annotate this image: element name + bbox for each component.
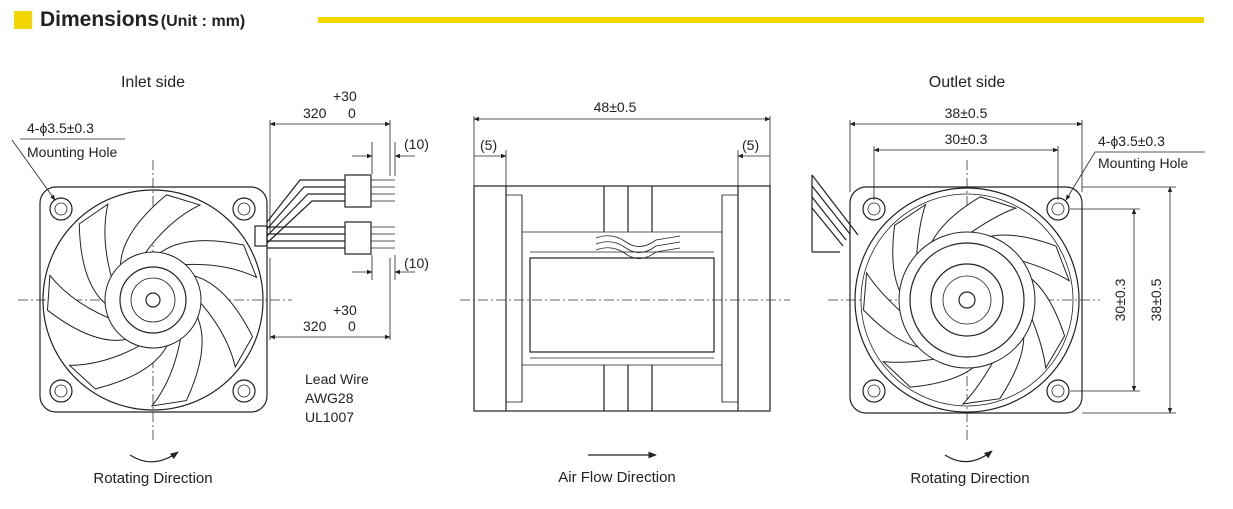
inlet-view: Inlet side 4-ϕ3.5±0.3 Mountin [11, 74, 292, 487]
inlet-venturi-ring [42, 189, 264, 411]
zero-upper: 0 [348, 105, 356, 121]
outlet-outer-dim: 38±0.5 [945, 105, 988, 121]
inlet-hole-spec: 4-ϕ3.5±0.3 [27, 120, 94, 136]
outlet-hole-leader [1065, 151, 1096, 201]
outlet-venturi-inner [860, 193, 1074, 407]
mounting-hole-inner [867, 202, 881, 216]
mounting-hole-inner [237, 384, 251, 398]
outlet-wire-stub [811, 174, 859, 253]
mounting-hole-inner [1051, 202, 1065, 216]
inlet-title: Inlet side [121, 74, 185, 91]
wire-line [266, 186, 345, 230]
outlet-v-pitch-dim: 30±0.3 [1112, 278, 1128, 321]
outlet-title: Outlet side [929, 74, 1006, 91]
mounting-hole-inner [54, 384, 68, 398]
lead-wire-line1: Lead Wire [305, 371, 369, 387]
lead-wire-line3: UL1007 [305, 409, 354, 425]
mounting-hole-icon [862, 379, 886, 403]
outlet-pitch-dim: 30±0.3 [945, 131, 988, 147]
mounting-hole-icon [862, 197, 886, 221]
outlet-hub-inner [942, 275, 992, 325]
mounting-hole-icon [232, 197, 256, 221]
upper-wire-bundle [266, 174, 395, 244]
wire-line [266, 193, 345, 237]
outlet-hole-spec: 4-ϕ3.5±0.3 [1098, 133, 1165, 149]
lead-wire-line2: AWG28 [305, 390, 354, 406]
connector-upper [344, 174, 372, 208]
length-upper: 320 [303, 105, 327, 121]
outlet-shaft [958, 291, 976, 309]
airflow-label: Air Flow Direction [558, 469, 676, 486]
outlet-hole-label: Mounting Hole [1098, 155, 1188, 171]
outlet-v-outer-dim: 38±0.5 [1148, 278, 1164, 321]
mounting-hole-icon [49, 379, 73, 403]
strip-upper: (10) [404, 136, 429, 152]
side-wire-exit [595, 235, 681, 247]
side-wire-exit [595, 241, 681, 253]
title-text: Dimensions [40, 8, 160, 31]
lead-wires: +30 320 0 (10) (10) +30 320 0 Lead Wire … [254, 88, 429, 425]
inlet-hole-leader [11, 139, 56, 201]
side-housing [473, 185, 771, 412]
impeller-blade [68, 334, 172, 390]
unit-text: (Unit : mm) [160, 13, 246, 30]
impeller-blade [78, 202, 116, 311]
inlet-mounting-holes [49, 197, 256, 403]
mounting-hole-inner [867, 384, 881, 398]
outlet-hub-plate [898, 231, 1036, 369]
side-wire-exit [595, 247, 681, 259]
outlet-view: Outlet side 38±0.5 30±0.3 [811, 74, 1205, 487]
outlet-rotation-arrow-icon [944, 450, 993, 463]
inlet-hub-inner [130, 277, 176, 323]
mounting-hole-icon [1046, 379, 1070, 403]
lower-wire-bundle [254, 221, 395, 255]
tol-lower: +30 [333, 302, 357, 318]
wire-grommet [254, 225, 268, 247]
header-rule [318, 17, 1204, 23]
inlet-rotating-label: Rotating Direction [93, 470, 212, 487]
mounting-hole-inner [237, 202, 251, 216]
outlet-rotating-label: Rotating Direction [910, 470, 1029, 487]
inlet-housing [39, 186, 268, 413]
header-accent-square [14, 11, 32, 29]
inlet-rotation-arrow-icon [129, 451, 179, 463]
tol-upper: +30 [333, 88, 357, 104]
side-rib-left [505, 194, 523, 403]
mounting-hole-inner [1051, 384, 1065, 398]
outlet-housing [849, 186, 1083, 414]
impeller-blade [151, 240, 258, 279]
outlet-mounting-holes [862, 197, 1070, 403]
wire-line [266, 200, 345, 244]
impeller-blade [892, 203, 927, 304]
length-lower: 320 [303, 318, 327, 334]
wire-line [811, 196, 847, 241]
wire-line [811, 185, 851, 235]
section-header: Dimensions (Unit : mm) [14, 8, 1204, 34]
wire-line [266, 179, 345, 223]
mounting-hole-inner [54, 202, 68, 216]
mounting-hole-icon [49, 197, 73, 221]
zero-lower: 0 [348, 318, 356, 334]
wire-line [811, 207, 844, 247]
inlet-hub [119, 266, 187, 334]
side-left-offset: (5) [480, 137, 497, 153]
mounting-hole-icon [1046, 197, 1070, 221]
strip-lower: (10) [404, 255, 429, 271]
mounting-hole-icon [232, 379, 256, 403]
connector-lower [344, 221, 372, 255]
side-width-dim: 48±0.5 [594, 99, 637, 115]
impeller-blade [150, 306, 203, 407]
inlet-hub-outer [104, 251, 202, 349]
side-view: 48±0.5 (5) (5) [460, 99, 790, 486]
inlet-shaft [145, 292, 161, 308]
outlet-hub-ring [909, 242, 1025, 358]
outlet-hub [930, 263, 1004, 337]
outlet-venturi-ring [854, 187, 1080, 413]
inlet-hole-label: Mounting Hole [27, 144, 117, 160]
side-right-offset: (5) [742, 137, 759, 153]
side-motor [529, 257, 715, 353]
page-title: Dimensions (Unit : mm) [40, 8, 245, 32]
side-rib-right [721, 194, 739, 403]
